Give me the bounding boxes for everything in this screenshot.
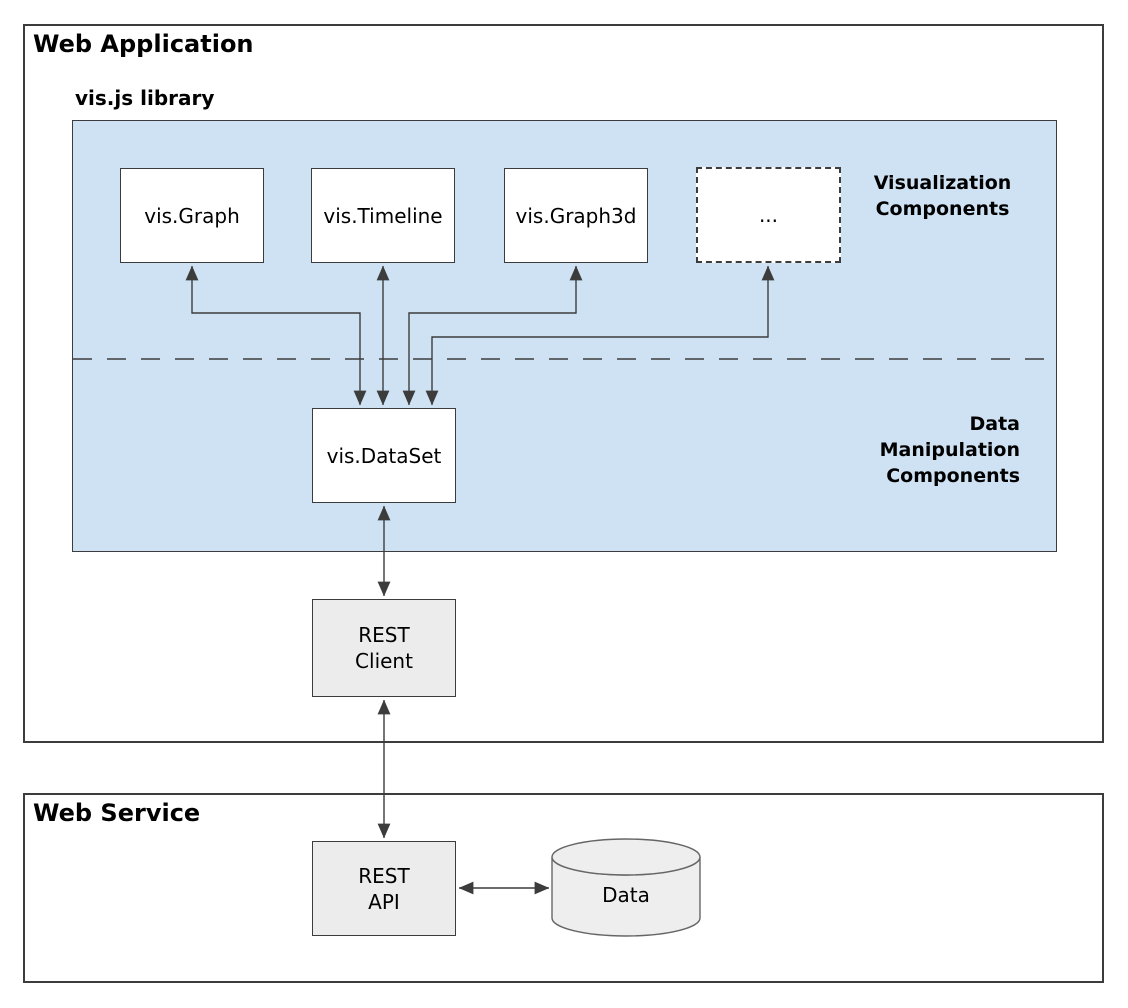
node-vis-dataset-label: vis.DataSet <box>326 443 442 468</box>
node-vis-timeline-label: vis.Timeline <box>323 203 443 228</box>
node-rest-client: REST Client <box>312 599 456 697</box>
node-rest-api-label-line2: API <box>368 889 400 914</box>
node-vis-graph3d-label: vis.Graph3d <box>515 203 637 228</box>
visualization-components-label: Visualization Components <box>873 172 1012 220</box>
web-application-title: Web Application <box>33 30 254 58</box>
node-vis-graph3d: vis.Graph3d <box>504 168 648 263</box>
node-vis-graph-label: vis.Graph <box>144 203 240 228</box>
node-rest-api-label-line1: REST <box>358 863 410 888</box>
node-data-store-label: Data <box>602 883 650 907</box>
web-service-title: Web Service <box>33 799 201 827</box>
node-vis-timeline: vis.Timeline <box>311 168 455 263</box>
visjs-library-label: vis.js library <box>75 86 215 110</box>
node-vis-dataset: vis.DataSet <box>312 408 456 503</box>
node-rest-client-label-line1: REST <box>358 623 410 647</box>
node-rest-api: REST API <box>312 841 456 936</box>
node-vis-graph: vis.Graph <box>120 168 264 263</box>
node-more-components: ... <box>696 167 841 263</box>
node-rest-client-label-line2: Client <box>355 649 413 673</box>
node-more-components-label: ... <box>758 203 779 227</box>
data-manipulation-components-label: Data Manipulation Components <box>879 413 1020 487</box>
